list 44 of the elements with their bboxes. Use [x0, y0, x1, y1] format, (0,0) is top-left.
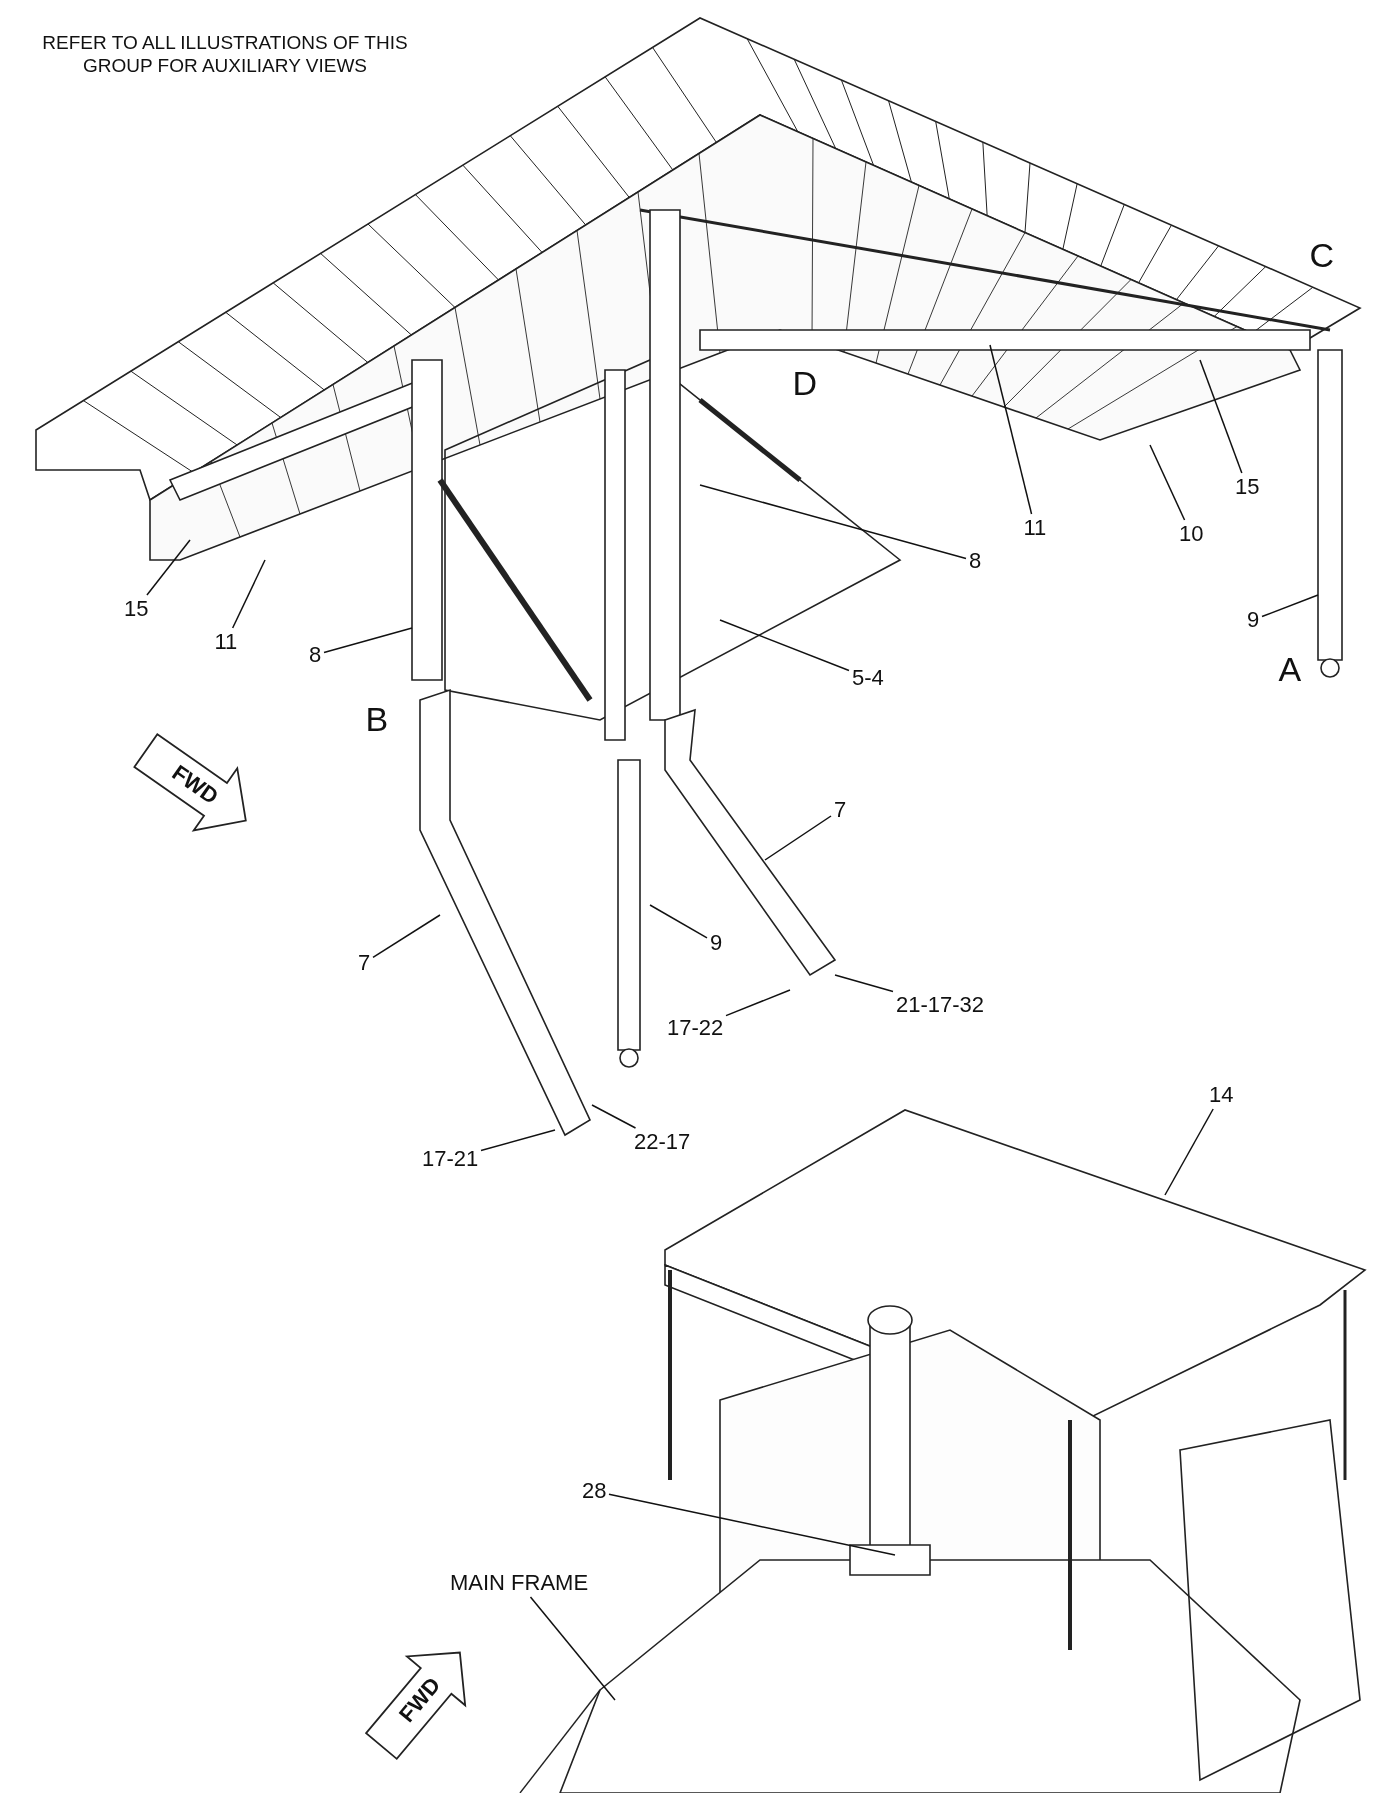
- leader-line: [146, 539, 191, 596]
- callout-number: 10: [1179, 523, 1204, 545]
- callout-number: 22-17: [634, 1131, 691, 1153]
- callout-number: 28: [582, 1480, 607, 1502]
- leader-line: [591, 1104, 637, 1129]
- leader-line: [649, 904, 708, 939]
- leader-line: [1149, 444, 1186, 521]
- callout-number: 21-17-32: [896, 994, 985, 1016]
- callout-number: 9: [710, 932, 723, 954]
- callout-number: 5-4: [852, 667, 884, 689]
- callout-number: 8: [309, 644, 322, 666]
- leader-line: [699, 484, 967, 560]
- leader-line: [764, 815, 832, 861]
- leader-line: [480, 1129, 556, 1152]
- leader-line: [834, 974, 894, 993]
- callout-number: 7: [358, 952, 371, 974]
- view-letter: A: [1278, 652, 1302, 686]
- part-label: MAIN FRAME: [450, 1572, 589, 1594]
- view-letter: C: [1309, 238, 1335, 272]
- note-text: REFER TO ALL ILLUSTRATIONS OF THIS GROUP FOR AUXILIARY VIEWS: [41, 32, 409, 78]
- leader-line: [1199, 359, 1243, 474]
- callout-number: 17-21: [422, 1148, 479, 1170]
- callout-number: 15: [1235, 476, 1260, 498]
- callout-number: 7: [834, 799, 847, 821]
- callout-number: 8: [969, 550, 982, 572]
- view-letter: B: [365, 702, 389, 736]
- view-letter: D: [792, 366, 818, 400]
- leader-line: [323, 627, 413, 654]
- leader-line: [1164, 1108, 1214, 1196]
- leader-line: [231, 559, 266, 629]
- leader-line: [608, 1493, 896, 1556]
- callout-number: 17-22: [667, 1017, 724, 1039]
- callout-number: 15: [124, 598, 149, 620]
- direction-label: FWD: [168, 761, 222, 809]
- callout-number: 11: [1023, 517, 1047, 539]
- leader-line: [719, 619, 850, 672]
- leader-line: [725, 989, 791, 1017]
- leader-line: [529, 1596, 616, 1701]
- callout-number: 11: [214, 631, 238, 653]
- callout-number: 14: [1209, 1084, 1234, 1106]
- leader-line: [372, 914, 441, 959]
- leader-line: [989, 344, 1033, 515]
- callout-number: 9: [1247, 609, 1260, 631]
- leader-line: [1261, 594, 1319, 618]
